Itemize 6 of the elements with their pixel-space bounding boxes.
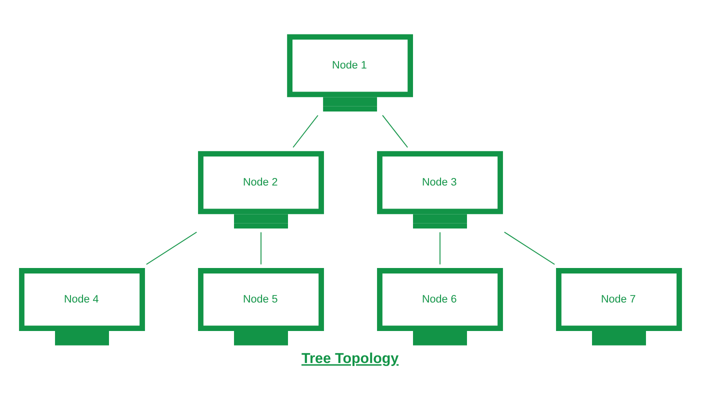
connector xyxy=(292,114,318,148)
connector xyxy=(260,232,262,265)
connector xyxy=(382,114,408,148)
diagram-title: Tree Topology xyxy=(301,351,399,368)
connector xyxy=(146,232,198,265)
connector xyxy=(504,232,556,265)
